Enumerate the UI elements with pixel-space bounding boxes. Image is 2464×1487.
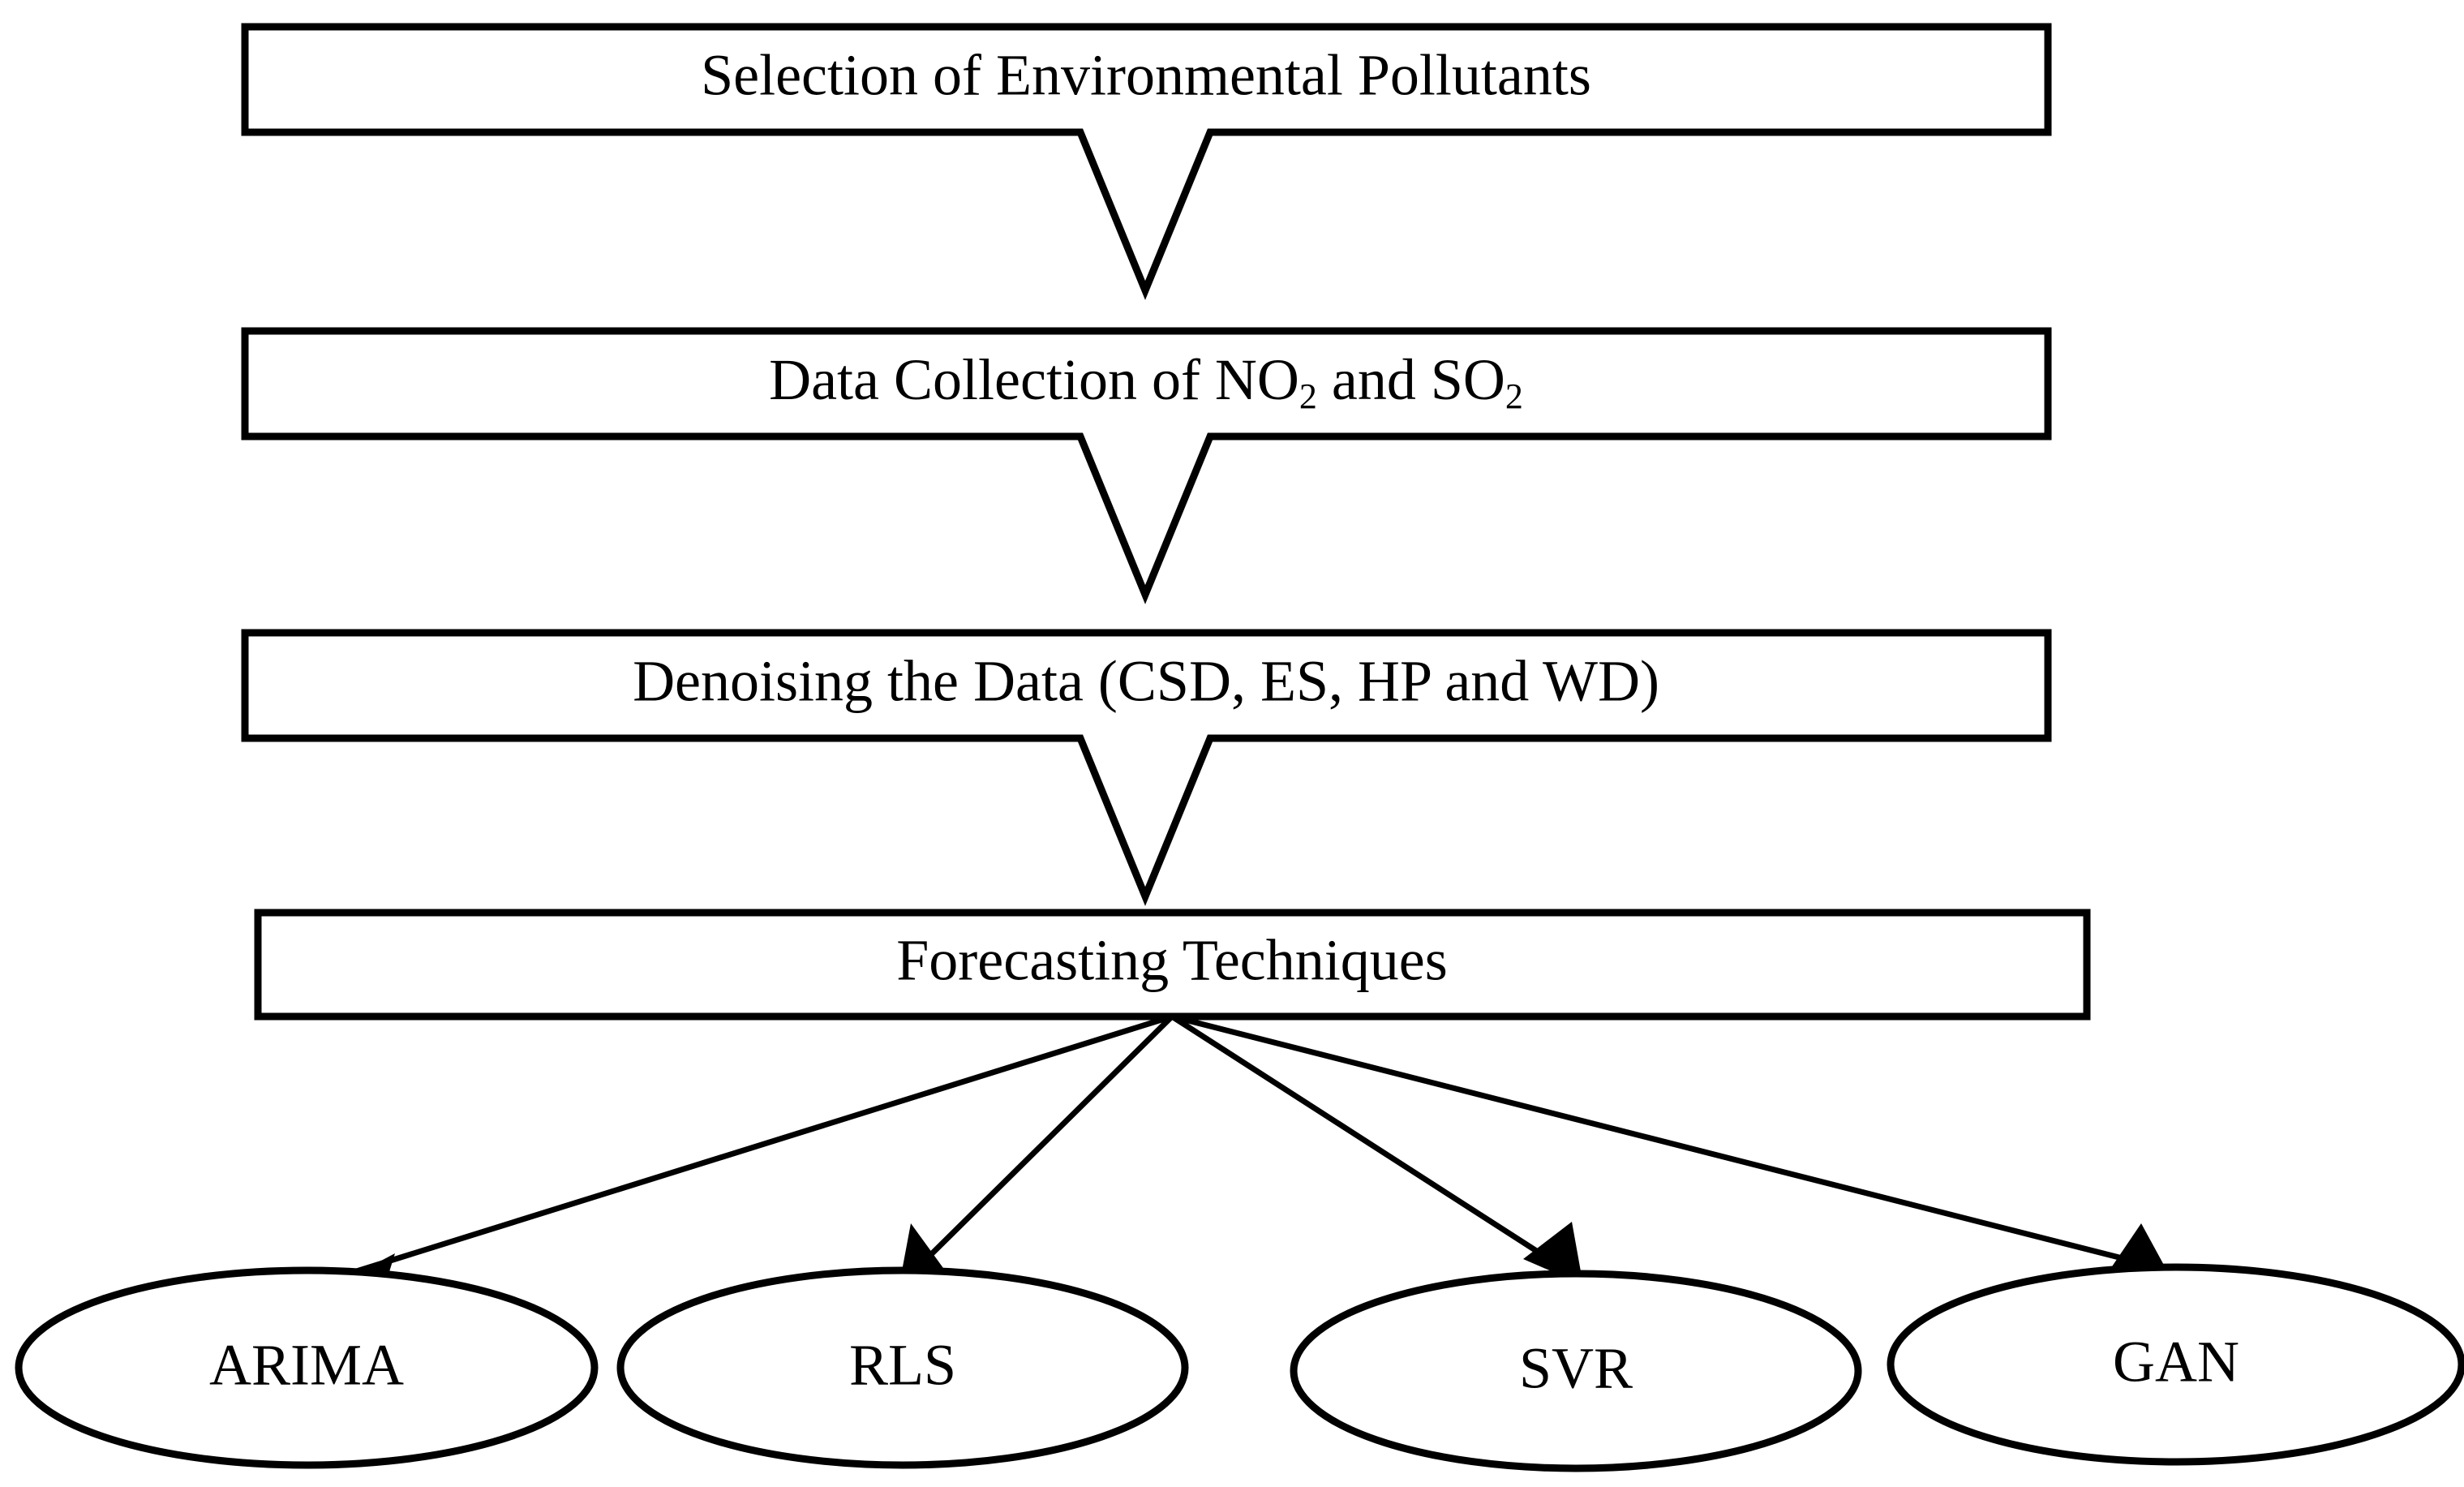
process-node-step-2[interactable]: Data Collection of NO2 and SO2	[241, 327, 2052, 604]
connector-step4-to-svr	[1170, 1014, 1583, 1285]
step-2-shape	[241, 327, 2052, 604]
process-node-step-4[interactable]: Forecasting Techniques	[254, 909, 2091, 1021]
technique-node-svr[interactable]: SVR	[1290, 1270, 1862, 1472]
step-4-label: Forecasting Techniques	[896, 928, 1447, 993]
technique-svr-label: SVR	[1519, 1336, 1633, 1401]
connector-step4-to-arima	[337, 1013, 1174, 1309]
step-2-label-subscript-1: 2	[1299, 376, 1317, 416]
connector-step4-to-gan-line	[1171, 1013, 2158, 1270]
step-3-label: Denoising the Data (CSD, ES, HP and WD)	[633, 649, 1659, 714]
connector-step4-to-svr-arrowhead	[1523, 1222, 1583, 1285]
technique-gan-label: GAN	[2113, 1330, 2239, 1395]
step-3-shape	[241, 629, 2052, 906]
step-2-label-middle: and SO	[1317, 347, 1505, 412]
technique-gan-shape	[1887, 1263, 2464, 1466]
connector-step4-to-gan-arrowhead	[2107, 1223, 2170, 1277]
technique-node-rls[interactable]: RLS	[616, 1266, 1189, 1469]
step-2-label-prefix: Data Collection of NO	[769, 347, 1299, 412]
fanout-connectors	[337, 1013, 2170, 1309]
step-2-label-subscript-2: 2	[1505, 376, 1523, 416]
technique-arima-shape	[15, 1266, 599, 1469]
process-node-step-3[interactable]: Denoising the Data (CSD, ES, HP and WD)	[241, 629, 2052, 906]
step-1-shape	[241, 23, 2052, 300]
step-1-label: Selection of Environmental Pollutants	[701, 43, 1591, 108]
technique-node-gan[interactable]: GAN	[1887, 1263, 2464, 1466]
technique-rls-shape	[616, 1266, 1189, 1469]
technique-arima-label: ARIMA	[209, 1333, 404, 1398]
process-node-step-1[interactable]: Selection of Environmental Pollutants	[241, 23, 2052, 300]
connector-step4-to-arima-line	[347, 1013, 1174, 1277]
connector-step4-to-rls-line	[908, 1014, 1174, 1278]
technique-node-arima[interactable]: ARIMA	[15, 1266, 599, 1469]
step-2-label: Data Collection of NO2 and SO2	[769, 347, 1523, 417]
connector-step4-to-svr-line	[1170, 1014, 1573, 1276]
technique-svr-shape	[1290, 1270, 1862, 1472]
technique-rls-label: RLS	[849, 1333, 956, 1398]
connector-step4-to-gan	[1171, 1013, 2170, 1277]
